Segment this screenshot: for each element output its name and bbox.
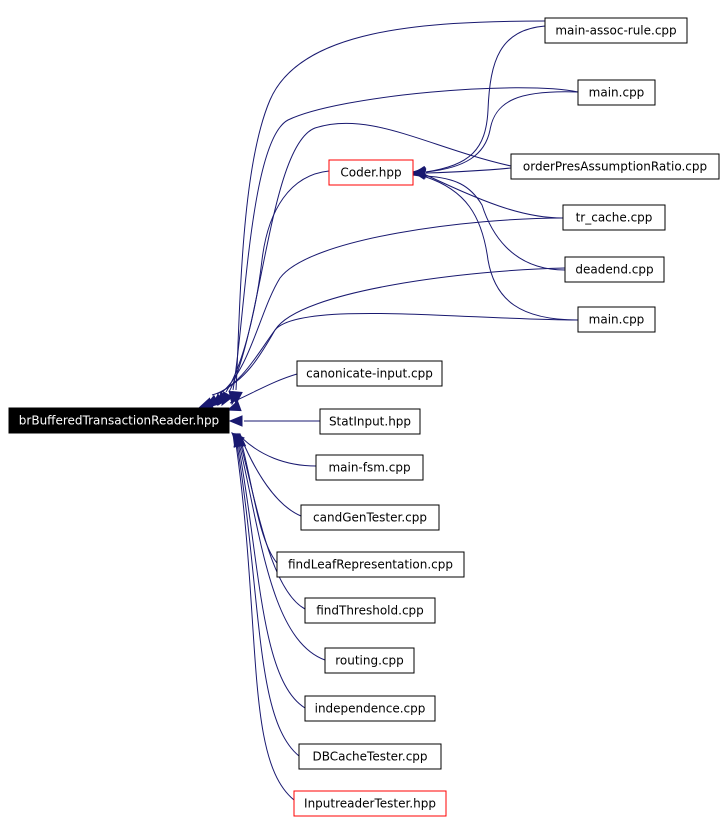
node-label: DBCacheTester.cpp [312,750,427,764]
edge-line [236,443,300,757]
arrowhead-icon [411,166,427,178]
edges-layer [198,20,579,801]
node-box [304,695,436,722]
edge-inputreader-to-root [234,432,295,801]
edge-line [211,312,579,396]
node-box [298,743,442,770]
edge-line [228,122,512,393]
node-orderpres[interactable]: orderPresAssumptionRatio.cpp [510,153,720,180]
edge-line [220,217,564,394]
node-main_assoc_rule[interactable]: main-assoc-rule.cpp [544,17,688,44]
node-independence[interactable]: independence.cpp [304,695,436,722]
node-label: main-fsm.cpp [328,461,410,475]
edge-line [238,442,326,661]
node-label: independence.cpp [315,702,426,716]
node-root[interactable]: brBufferedTransactionReader.hpp [8,407,230,434]
edge-line [240,440,278,564]
node-main2[interactable]: main.cpp [577,306,656,333]
edge-main2-to-coder [411,166,579,321]
edge-line [239,441,306,610]
node-label: InputreaderTester.hpp [304,797,436,811]
edge-statinput-to-root [228,415,320,427]
edge-line [229,373,298,404]
node-label: findThreshold.cpp [316,604,424,618]
node-box [319,408,421,435]
node-box [324,647,415,674]
edge-line [235,443,295,801]
nodes-layer: brBufferedTransactionReader.hpp main-asso… [8,17,720,817]
edge-main_assoc_rule-to-root [231,20,546,406]
node-label: candGenTester.cpp [313,511,427,525]
edge-line [225,170,330,393]
edge-line [425,91,579,173]
node-statinput[interactable]: StatInput.hpp [319,408,421,435]
edge-main1-to-root [228,87,579,406]
node-box [293,790,447,817]
node-tr_cache[interactable]: tr_cache.cpp [562,204,666,231]
node-label: routing.cpp [335,654,404,668]
edge-main2-to-root [198,312,579,409]
node-deadend[interactable]: deadend.cpp [564,256,665,283]
node-box [300,504,440,531]
edge-line [235,20,546,391]
arrowhead-icon [228,415,243,427]
node-label: tr_cache.cpp [576,211,653,225]
node-label: canonicate-input.cpp [306,367,433,381]
edge-line [425,175,566,271]
arrowhead-icon [198,397,214,409]
node-label: Coder.hpp [340,166,401,180]
edge-line [425,176,579,321]
node-box [577,79,656,106]
node-inputreader[interactable]: InputreaderTester.hpp [293,790,447,817]
node-dbcache[interactable]: DBCacheTester.cpp [298,743,442,770]
node-label: brBufferedTransactionReader.hpp [19,414,219,428]
node-main1[interactable]: main.cpp [577,79,656,106]
node-routing[interactable]: routing.cpp [324,647,415,674]
edge-line [237,442,306,709]
node-box [296,360,443,387]
edge-line [232,87,579,391]
node-box [276,551,465,578]
node-box [562,204,666,231]
node-label: main.cpp [589,313,645,327]
node-box [8,407,230,434]
node-label: main.cpp [589,86,645,100]
node-label: StatInput.hpp [329,415,411,429]
edge-canonicate-to-root [226,373,298,412]
node-box [564,256,665,283]
edge-line [241,439,302,517]
node-label: findLeafRepresentation.cpp [288,558,453,572]
node-findleaf[interactable]: findLeafRepresentation.cpp [276,551,465,578]
node-label: deadend.cpp [575,263,653,277]
arrowhead-icon [226,400,242,412]
node-candgen[interactable]: candGenTester.cpp [300,504,440,531]
node-box [510,153,720,180]
node-findthresh[interactable]: findThreshold.cpp [304,597,436,624]
node-box [315,454,424,481]
node-coder[interactable]: Coder.hpp [328,159,414,186]
node-mainfsm[interactable]: main-fsm.cpp [315,454,424,481]
arrowhead-icon [234,432,247,447]
node-box [328,159,414,186]
edge-line [425,167,512,174]
node-canonicate[interactable]: canonicate-input.cpp [296,360,443,387]
node-box [544,17,688,44]
edge-line [425,25,546,173]
edge-line [216,267,566,395]
node-label: main-assoc-rule.cpp [555,24,676,38]
node-box [577,306,656,333]
node-box [304,597,436,624]
edge-line [241,437,317,467]
edge-line [425,174,564,219]
node-label: orderPresAssumptionRatio.cpp [523,160,707,174]
